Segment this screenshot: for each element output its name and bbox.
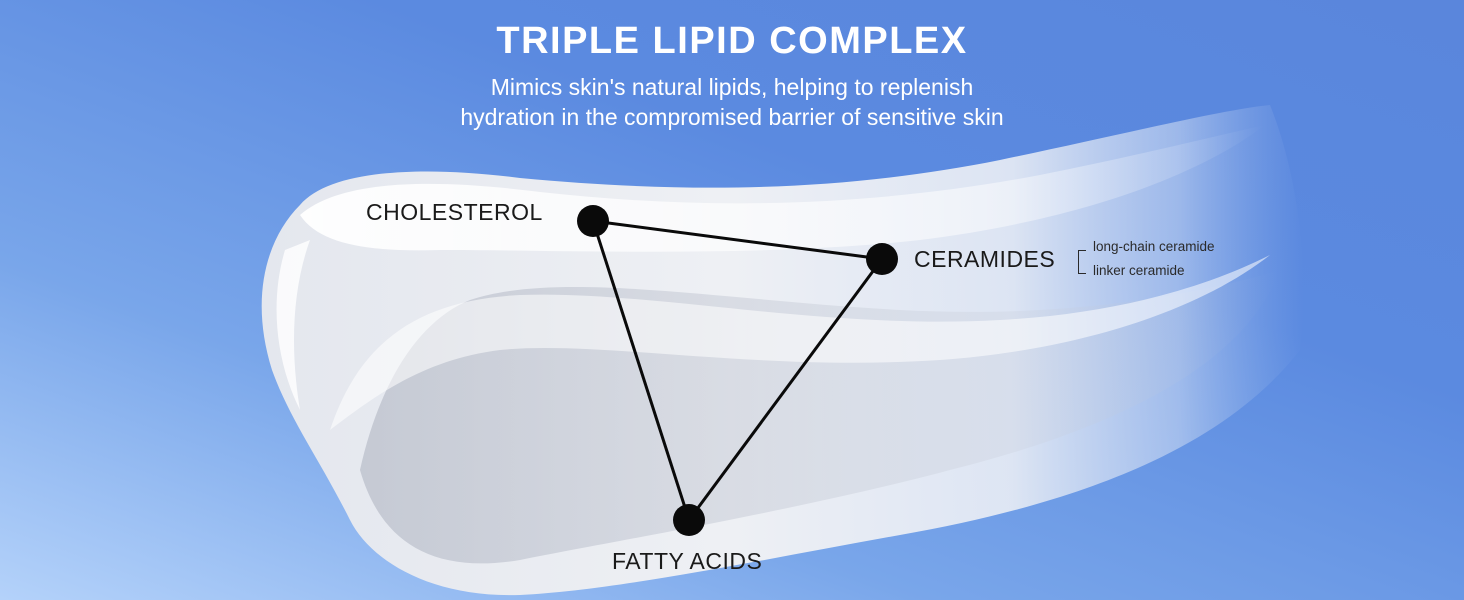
node-cholesterol	[577, 205, 609, 237]
cream-edge-highlight	[276, 240, 310, 410]
label-linker-ceramide: linker ceramide	[1093, 263, 1185, 278]
subtitle-line-2: hydration in the compromised barrier of …	[460, 104, 1004, 130]
ceramides-bracket	[1078, 250, 1086, 274]
edge-cholesterol-ceramides	[592, 219, 883, 261]
lipid-triangle	[591, 219, 884, 521]
label-cholesterol: CHOLESTEROL	[366, 199, 543, 225]
page-title: TRIPLE LIPID COMPLEX	[496, 20, 968, 62]
cream-highlight-upper	[300, 125, 1265, 252]
label-ceramides: CERAMIDES	[914, 246, 1056, 272]
label-long-chain-ceramide: long-chain ceramide	[1093, 239, 1215, 254]
page-subtitle: Mimics skin's natural lipids, helping to…	[0, 72, 1464, 132]
edge-ceramides-fatty-acids	[687, 258, 884, 521]
label-fatty-acids: FATTY ACIDS	[612, 548, 763, 574]
node-fatty-acids	[673, 504, 705, 536]
cream-highlight-middle	[330, 255, 1270, 430]
edge-fatty-acids-cholesterol	[591, 220, 691, 521]
node-ceramides	[866, 243, 898, 275]
subtitle-line-1: Mimics skin's natural lipids, helping to…	[490, 74, 974, 100]
